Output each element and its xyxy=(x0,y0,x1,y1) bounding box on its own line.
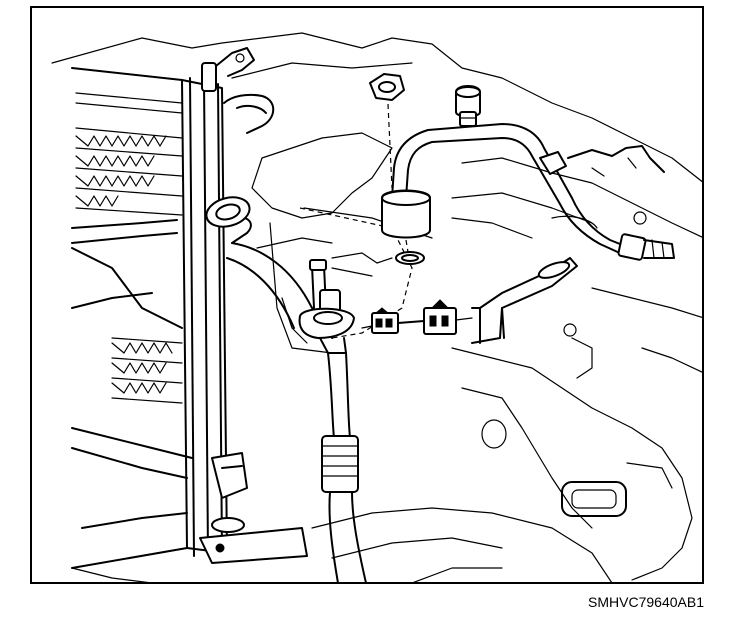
condenser xyxy=(71,47,333,582)
body-panel-lines xyxy=(51,32,702,582)
figure-reference-code: SMHVC79640AB1 xyxy=(588,594,704,610)
refrigerant-line xyxy=(369,73,675,265)
line-bracket xyxy=(471,257,578,344)
refrigerant-hose xyxy=(298,259,367,582)
fin-hatching-upper xyxy=(75,127,183,216)
fin-hatching-lower xyxy=(111,337,183,404)
electrical-connector xyxy=(361,299,473,335)
service-illustration xyxy=(30,6,704,584)
